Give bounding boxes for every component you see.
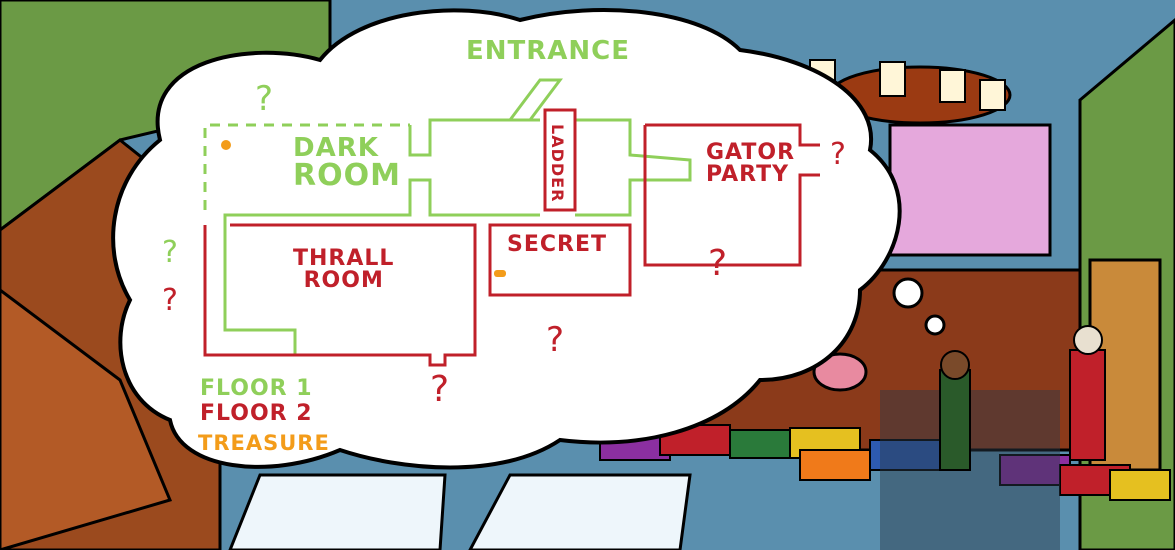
label-thrall-room: THRALL ROOM — [293, 248, 394, 292]
paper-stack-right — [468, 473, 692, 550]
poster — [888, 123, 1052, 257]
floor1-walls — [203, 78, 692, 355]
treasure-marker — [494, 270, 506, 277]
cushion — [812, 352, 868, 392]
label-gator-party-line1: GATOR — [706, 140, 796, 165]
legend-floor1: FLOOR 1 — [200, 376, 313, 401]
legend-floor2: FLOOR 2 — [200, 401, 313, 426]
fox-character — [1069, 325, 1106, 461]
unknown-marker: ? — [830, 137, 847, 172]
treasure-marker — [221, 140, 231, 150]
floor2-walls — [203, 108, 820, 367]
thought-bubble-dot — [892, 277, 924, 309]
legend-treasure: TREASURE — [198, 431, 330, 455]
lizard-bard-character — [939, 350, 971, 471]
unknown-marker: ? — [255, 79, 275, 119]
unknown-marker: ? — [708, 243, 729, 284]
unknown-marker: ? — [162, 283, 179, 318]
label-gator-party: GATOR PARTY — [706, 142, 795, 186]
label-thrall-room-line2: ROOM — [303, 268, 384, 293]
label-entrance: ENTRANCE — [466, 36, 630, 66]
label-dark-room: DARK ROOM — [293, 135, 401, 191]
label-gator-party-line2: PARTY — [706, 162, 790, 187]
label-secret: SECRET — [507, 232, 607, 257]
unknown-marker: ? — [162, 235, 179, 270]
unknown-marker: ? — [430, 369, 451, 410]
unknown-marker: ? — [546, 320, 566, 360]
label-thrall-room-line1: THRALL — [293, 246, 395, 271]
label-dark-room-line1: DARK — [293, 133, 379, 163]
paper-stack-left — [228, 473, 447, 550]
pillow-pile — [599, 424, 1171, 501]
thought-bubble-dot — [924, 314, 946, 336]
label-dark-room-line2: ROOM — [293, 158, 401, 193]
label-ladder: LADDER — [548, 124, 567, 203]
